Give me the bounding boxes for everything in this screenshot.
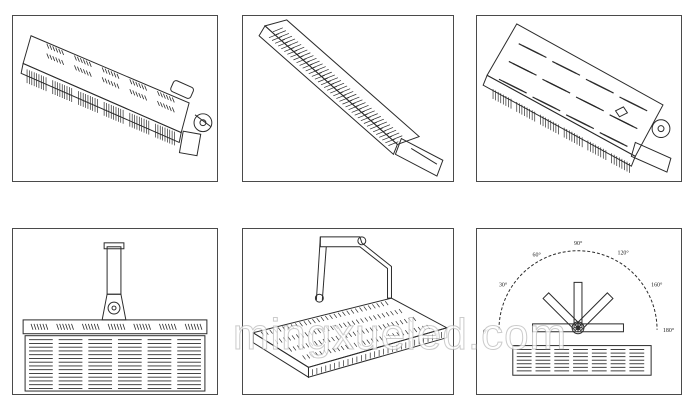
led-fixture-front-drawing [22, 242, 208, 392]
angle-label: 30° [499, 281, 508, 288]
angle-label: 160° [651, 281, 663, 288]
panel-top-view [476, 15, 682, 182]
angle-adjustment-drawing: 0° 30° 60° 90° 120° 160° 180° [483, 240, 675, 376]
angle-label: 0° [483, 329, 489, 336]
panel-front-view [12, 228, 218, 395]
angle-label: 90° [574, 240, 583, 247]
panel-diagonal-view [242, 15, 454, 182]
panel-angle-adjustment: 0° 30° 60° 90° 120° 160° 180° [476, 228, 682, 395]
angle-label: 120° [618, 250, 630, 257]
led-fixture-diagonal-drawing [258, 19, 444, 177]
panel-perspective-view [242, 228, 454, 395]
led-fixture-side-drawing [20, 35, 213, 157]
angle-label: 60° [533, 252, 542, 259]
panel-side-view [12, 15, 218, 182]
angle-label: 180° [663, 327, 675, 334]
led-fixture-top-drawing [482, 23, 672, 173]
led-fixture-perspective-drawing [251, 236, 449, 379]
